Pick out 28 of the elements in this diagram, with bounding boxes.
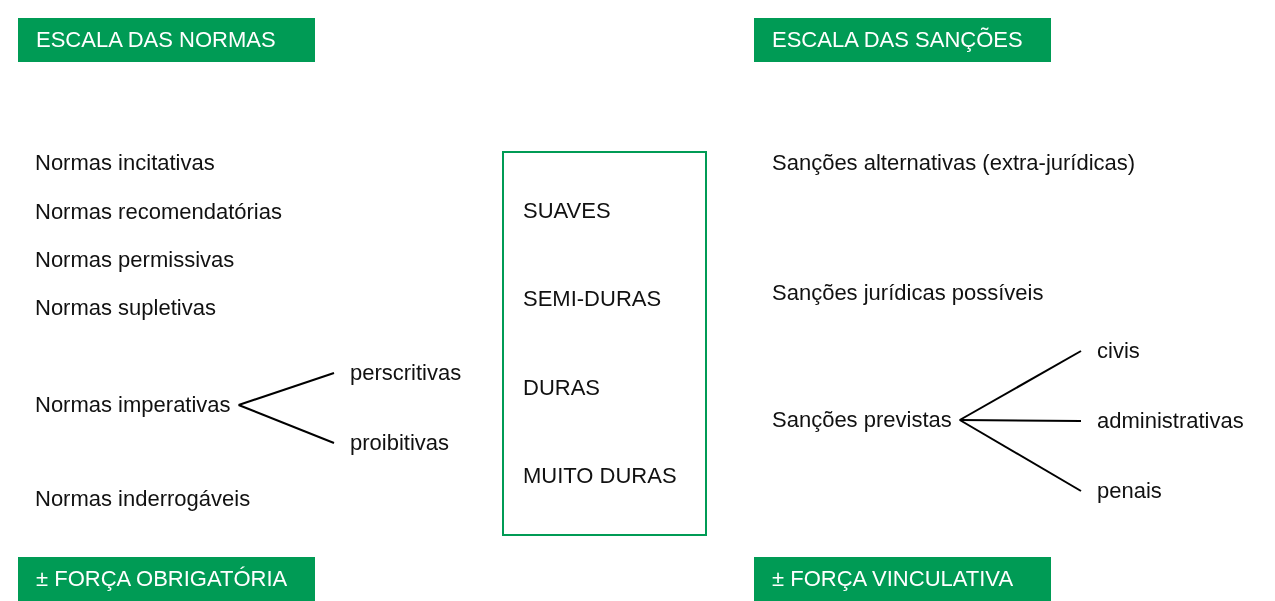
category-text: Sanções alternativas (extra-jurídicas)	[772, 149, 1136, 177]
heading-band: ± FORÇA OBRIGATÓRIA	[18, 557, 315, 601]
branch-line	[237, 372, 335, 406]
heading-band: ± FORÇA VINCULATIVA	[754, 557, 1051, 601]
branch-leaf-text: civis	[1081, 336, 1140, 366]
severity-level: DURAS	[523, 373, 601, 402]
branch-line	[958, 419, 1082, 492]
category-text: Sanções jurídicas possíveis	[772, 279, 1044, 307]
branch-leaf-text: perscritivas	[334, 358, 462, 388]
category-text: Normas permissivas	[35, 246, 235, 274]
scale-box	[502, 151, 707, 536]
branch-line	[237, 404, 335, 444]
branch-root-text: Normas imperativas	[35, 390, 239, 420]
category-text: Normas supletivas	[35, 294, 216, 322]
heading-band: ESCALA DAS SANÇÕES	[754, 18, 1051, 62]
severity-level: SEMI-DURAS	[523, 285, 663, 314]
branch-line	[958, 350, 1082, 421]
severity-level: SUAVES	[523, 197, 612, 226]
category-text: Normas inderrogáveis	[35, 485, 251, 513]
category-text: Normas incitativas	[35, 149, 215, 177]
branch-line	[958, 419, 1082, 422]
branch-leaf-text: penais	[1081, 476, 1162, 506]
branch-root-text: Sanções previstas	[772, 405, 960, 435]
heading-band: ESCALA DAS NORMAS	[18, 18, 315, 62]
severity-level: MUITO DURAS	[523, 461, 678, 490]
category-text: Normas recomendatórias	[35, 198, 282, 226]
branch-leaf-text: administrativas	[1081, 406, 1244, 436]
branch-leaf-text: proibitivas	[334, 428, 450, 458]
